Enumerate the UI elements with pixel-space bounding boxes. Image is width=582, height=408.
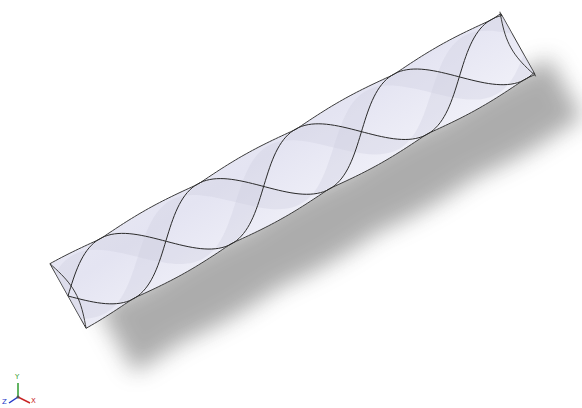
end-face	[500, 12, 536, 77]
end-face	[50, 264, 86, 329]
axis-origin	[17, 396, 20, 399]
helical-edge	[68, 69, 534, 304]
axis-triad	[9, 383, 30, 403]
z-axis	[9, 397, 18, 403]
y-axis	[17, 383, 19, 397]
x-axis	[18, 397, 30, 403]
drill-body	[50, 12, 536, 329]
flute-shade	[55, 16, 512, 296]
axis-label: X	[31, 397, 36, 405]
helical-edge	[68, 15, 502, 296]
body-outline	[50, 14, 535, 329]
axis-label: Z	[2, 398, 7, 406]
axis-label: Y	[15, 373, 19, 381]
flute-shade	[68, 54, 533, 319]
